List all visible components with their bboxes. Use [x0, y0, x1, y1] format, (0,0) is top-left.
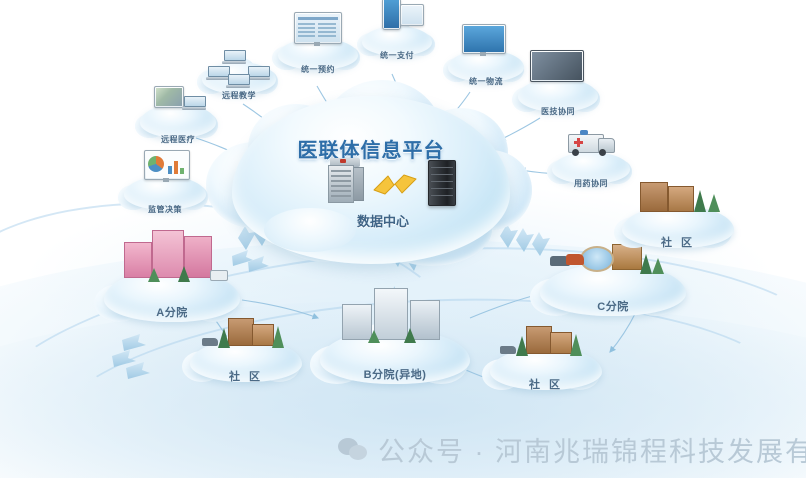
- community-label: 社 区: [660, 237, 696, 249]
- ambulance-icon: [568, 130, 615, 156]
- branch-cloud-a[interactable]: A分院: [94, 230, 240, 322]
- video-conference-icon: [154, 86, 184, 108]
- server-rack-icon: [428, 160, 456, 206]
- service-label: 监管决策: [148, 205, 182, 214]
- service-cloud-remote-teaching[interactable]: 远程教学: [197, 50, 278, 100]
- branch-label: C分院: [597, 301, 629, 313]
- networked-laptops-icon: [205, 66, 231, 80]
- wechat-icon: [338, 437, 368, 462]
- community-cloud-right[interactable]: 社 区: [482, 326, 602, 391]
- watermark-text: 公众号 · 河南兆瑞锦程科技发展有限公司: [378, 437, 806, 467]
- service-label: 用药协同: [574, 179, 608, 188]
- platform-title: 医联体信息平台: [297, 140, 445, 162]
- branch-label: A分院: [156, 307, 188, 319]
- service-label: 统一物流: [469, 77, 503, 86]
- service-cloud-medtech-collab[interactable]: 医技协同: [512, 50, 600, 116]
- service-label: 统一预约: [301, 65, 335, 74]
- central-platform-cloud[interactable]: 医联体信息平台 数据中心: [206, 80, 532, 266]
- doctor-consult-icon: [530, 50, 584, 82]
- community-label: 社 区: [228, 371, 264, 383]
- branch-cloud-c[interactable]: C分院: [530, 244, 686, 316]
- community-label: 社 区: [528, 379, 564, 391]
- server-building-icon: [328, 158, 364, 203]
- branch-label: B分院(异地): [363, 369, 427, 381]
- desktop-monitor-icon: [294, 12, 342, 44]
- service-cloud-unified-payment[interactable]: 统一支付: [357, 0, 435, 60]
- service-cloud-supervision[interactable]: 监管决策: [118, 150, 208, 214]
- cloud-inner-base: [264, 208, 356, 252]
- lightning-bolt-icon: [373, 174, 417, 195]
- tablet-icon: [400, 4, 424, 26]
- service-label: 远程教学: [222, 91, 256, 100]
- data-center-label: 数据中心: [356, 214, 409, 229]
- monitor-user-icon: [462, 24, 506, 54]
- analytics-dashboard-icon: [144, 150, 190, 180]
- service-label: 远程医疗: [161, 135, 195, 144]
- branch-cloud-b[interactable]: B分院(异地): [310, 288, 470, 384]
- service-cloud-telemedicine[interactable]: 远程医疗: [135, 86, 218, 144]
- watermark: 公众号 · 河南兆瑞锦程科技发展有限公司: [338, 430, 806, 469]
- mobile-phone-icon: [382, 0, 401, 30]
- service-label: 医技协同: [541, 107, 575, 116]
- service-cloud-medication-collab[interactable]: 用药协同: [547, 130, 632, 188]
- service-cloud-unified-logistics[interactable]: 统一物流: [443, 24, 524, 86]
- community-cloud-left[interactable]: 社 区: [182, 318, 302, 383]
- service-cloud-unified-booking[interactable]: 统一预约: [272, 12, 360, 74]
- service-label: 统一支付: [380, 51, 414, 60]
- community-cloud-top-right[interactable]: 社 区: [614, 182, 734, 249]
